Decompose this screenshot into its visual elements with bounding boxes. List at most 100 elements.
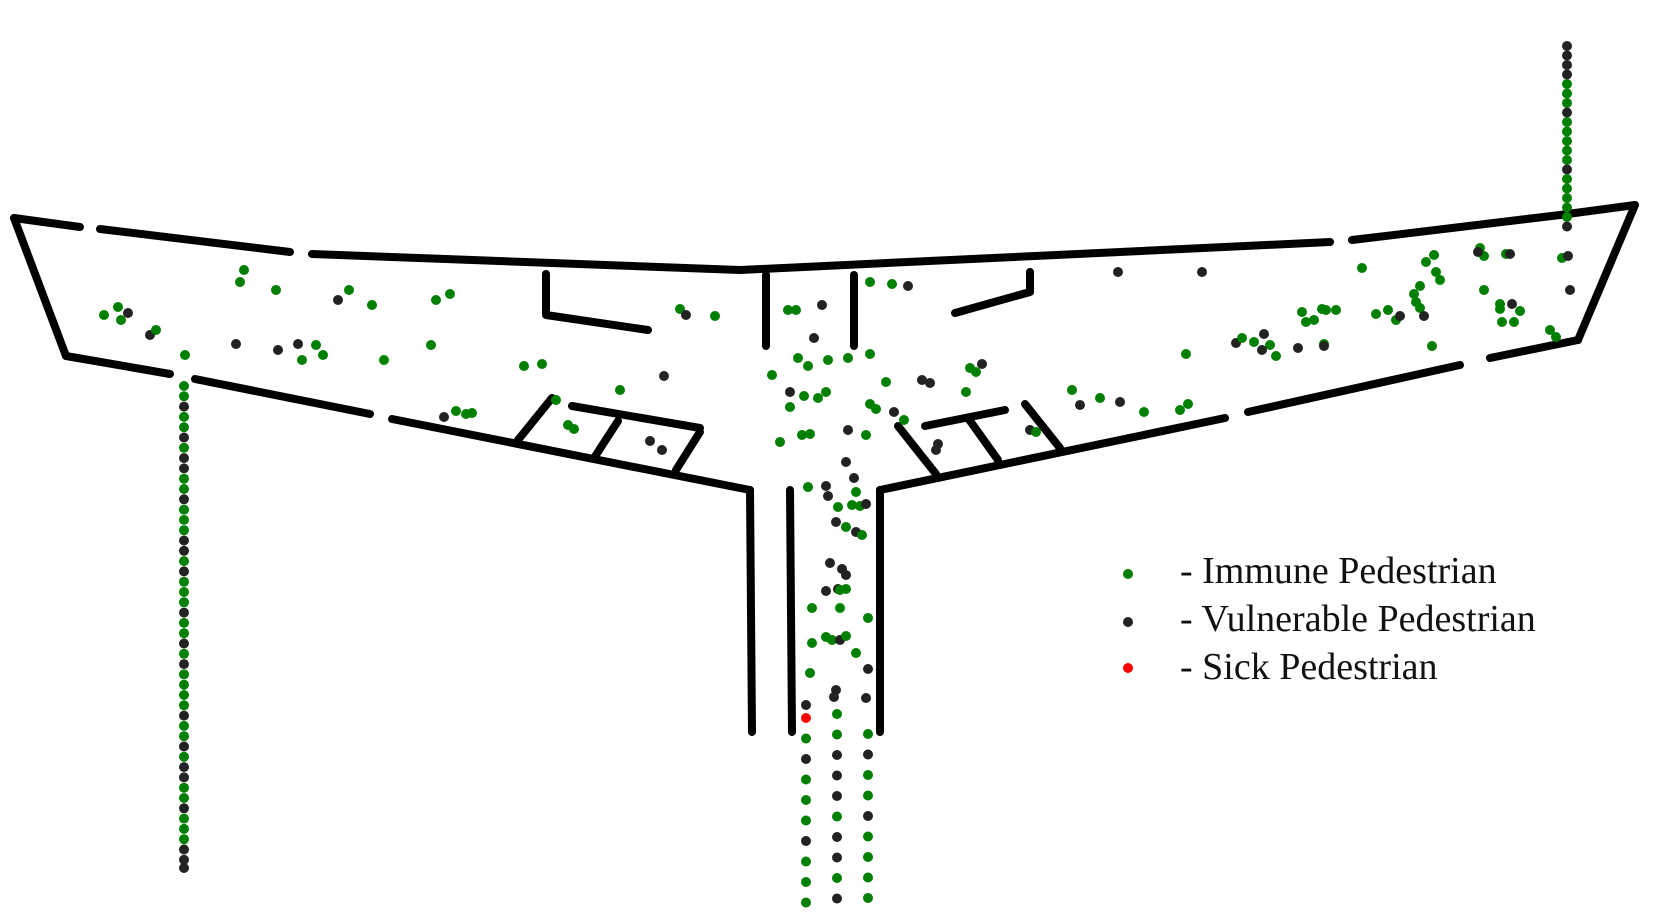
vulnerable-pedestrian — [231, 339, 241, 349]
immune-pedestrian — [823, 355, 833, 365]
immune-pedestrian — [179, 793, 189, 803]
immune-pedestrian — [1321, 305, 1331, 315]
wall-top-left — [96, 225, 294, 256]
vulnerable-pedestrian — [1562, 107, 1572, 118]
immune-pedestrian — [1545, 325, 1555, 335]
immune-pedestrian — [379, 355, 389, 365]
immune-pedestrian — [271, 285, 281, 295]
immune-pedestrian — [297, 355, 307, 365]
immune-pedestrian — [863, 770, 873, 780]
vulnerable-pedestrian — [861, 693, 871, 703]
vulnerable-pedestrian — [179, 772, 189, 783]
immune-pedestrian — [1431, 267, 1441, 277]
immune-pedestrian — [1297, 307, 1307, 317]
vulnerable-pedestrian — [179, 741, 189, 752]
immune-pedestrian — [813, 393, 823, 403]
vulnerable-pedestrian — [889, 407, 899, 417]
immune-pedestrian — [785, 402, 795, 412]
vulnerable-pedestrian — [1507, 299, 1517, 309]
immune-pedestrian — [179, 720, 189, 731]
vulnerable-pedestrian — [179, 494, 189, 505]
immune-pedestrian — [569, 424, 579, 434]
immune-pedestrian — [551, 395, 561, 405]
immune-pedestrian — [841, 584, 851, 594]
wall-bottom-right — [876, 414, 1229, 494]
vulnerable-pedestrian — [863, 749, 873, 760]
immune-pedestrian — [1249, 337, 1259, 347]
vulnerable-pedestrian — [832, 791, 842, 801]
immune-pedestrian — [851, 487, 861, 497]
immune-pedestrian — [1435, 275, 1445, 285]
immune-pedestrian — [807, 638, 817, 648]
immune-pedestrian — [801, 795, 811, 805]
vulnerable-pedestrian — [1113, 267, 1123, 277]
wall-top-right — [736, 238, 1334, 274]
immune-pedestrian — [871, 404, 881, 414]
immune-pedestrian — [833, 502, 843, 512]
immune-pedestrian — [344, 285, 354, 295]
bench-divider — [894, 422, 940, 478]
immune-pedestrian — [179, 648, 189, 659]
immune-pedestrian — [1357, 263, 1367, 273]
immune-pedestrian — [1497, 317, 1507, 327]
vulnerable-pedestrian — [179, 844, 189, 855]
immune-pedestrian — [861, 430, 871, 440]
vulnerable-pedestrian — [832, 832, 842, 842]
immune-pedestrian — [1411, 297, 1421, 307]
immune-pedestrian — [1562, 155, 1572, 165]
immune-pedestrian — [1383, 305, 1393, 315]
vulnerable-pedestrian — [1319, 341, 1329, 351]
immune-pedestrian — [179, 834, 189, 845]
immune-pedestrian — [451, 406, 461, 416]
immune-pedestrian — [793, 353, 803, 363]
vulnerable-pedestrian — [1505, 249, 1515, 259]
vulnerable-pedestrian — [801, 700, 811, 710]
immune-pedestrian — [1562, 117, 1572, 127]
immune-pedestrian — [847, 500, 857, 510]
vulnerable-pedestrian — [823, 491, 833, 501]
immune-pedestrian — [851, 648, 861, 658]
vulnerable-pedestrian — [1293, 343, 1303, 353]
immune-pedestrian — [1271, 351, 1281, 361]
immune-pedestrian — [179, 576, 189, 587]
immune-pedestrian — [803, 482, 813, 492]
immune-pedestrian — [832, 709, 842, 719]
bench-divider — [672, 428, 704, 474]
bench-left — [568, 402, 704, 432]
vulnerable-pedestrian — [829, 692, 839, 702]
vulnerable-pedestrian — [657, 445, 667, 455]
sick-pedestrian — [801, 713, 811, 723]
vulnerable-pedestrian — [832, 893, 842, 904]
immune-pedestrian — [710, 311, 720, 321]
immune-pedestrian — [180, 350, 190, 360]
immune-pedestrian — [179, 690, 189, 700]
immune-pedestrian — [519, 361, 529, 371]
immune-pedestrian — [179, 556, 189, 567]
immune-pedestrian — [801, 877, 811, 887]
vulnerable-pedestrian — [825, 558, 835, 568]
vulnerable-pedestrian — [849, 473, 859, 483]
vulnerable-pedestrian — [179, 638, 189, 649]
immune-pedestrian — [116, 315, 126, 325]
wall-top-right — [1556, 201, 1639, 219]
immune-pedestrian — [179, 514, 189, 525]
immune-pedestrian — [832, 873, 842, 883]
immune-pedestrian — [179, 525, 189, 536]
wall-bottom-left — [191, 375, 374, 418]
bench-divider — [964, 414, 1002, 464]
immune-pedestrian — [775, 437, 785, 447]
partition — [542, 270, 652, 334]
bench-divider — [590, 417, 622, 462]
immune-pedestrian — [961, 387, 971, 397]
immune-pedestrian — [179, 422, 189, 433]
legend-marker-sick — [1123, 663, 1133, 673]
immune-pedestrian — [179, 782, 189, 793]
vulnerable-pedestrian — [843, 425, 853, 435]
wall-top-right — [1348, 211, 1564, 244]
wall-right-end — [1574, 201, 1639, 344]
immune-pedestrian — [1139, 407, 1149, 417]
vulnerable-pedestrian — [179, 762, 189, 773]
building-walls — [10, 201, 1639, 736]
immune-pedestrian — [832, 729, 842, 740]
